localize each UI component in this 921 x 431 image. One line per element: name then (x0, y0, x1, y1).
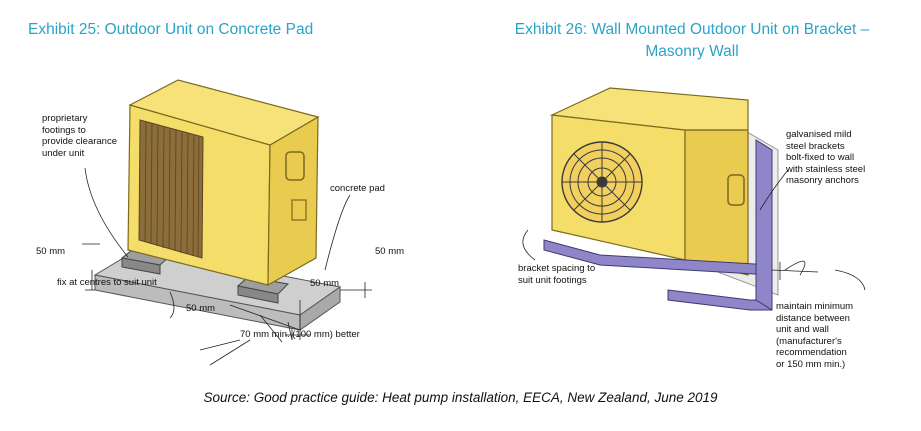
front-clearance-label: 50 mm (186, 303, 216, 314)
brackets-label: galvanised mild steel brackets bolt-fixe… (786, 129, 866, 186)
exhibit-25-title: Exhibit 25: Outdoor Unit on Concrete Pad (28, 21, 314, 38)
concrete-pad-illustration (82, 79, 372, 366)
fan-guard (561, 141, 643, 223)
left-clearance-label: 50 mm (36, 246, 66, 257)
side-clearance-label: 50 mm (310, 278, 340, 289)
right-clearance-label: 50 mm (375, 246, 405, 257)
source-caption: Source: Good practice guide: Heat pump i… (203, 390, 718, 405)
bracket-spacing-label: bracket spacing to suit unit footings (518, 263, 596, 286)
outdoor-unit-top (128, 79, 320, 146)
exhibit-25-figure: proprietary footings to provide clearanc… (0, 60, 460, 390)
footings-label: proprietary footings to provide clearanc… (42, 113, 117, 159)
bracket-upright (755, 139, 773, 311)
fix-centres-label: fix at centres to suit unit (57, 277, 157, 288)
outdoor-unit-side (684, 129, 749, 276)
exhibit-26-figure: galvanised mild steel brackets bolt-fixe… (460, 60, 921, 390)
concrete-pad-label: concrete pad (330, 183, 385, 194)
thickness-label: 70 mm min. (100 mm) better (240, 329, 360, 340)
wall-bracket-illustration (522, 87, 866, 311)
outdoor-unit-top (549, 87, 749, 131)
min-distance-label: maintain minimum distance between unit a… (776, 301, 854, 370)
exhibit-26-title: Exhibit 26: Wall Mounted Outdoor Unit on… (514, 21, 870, 60)
